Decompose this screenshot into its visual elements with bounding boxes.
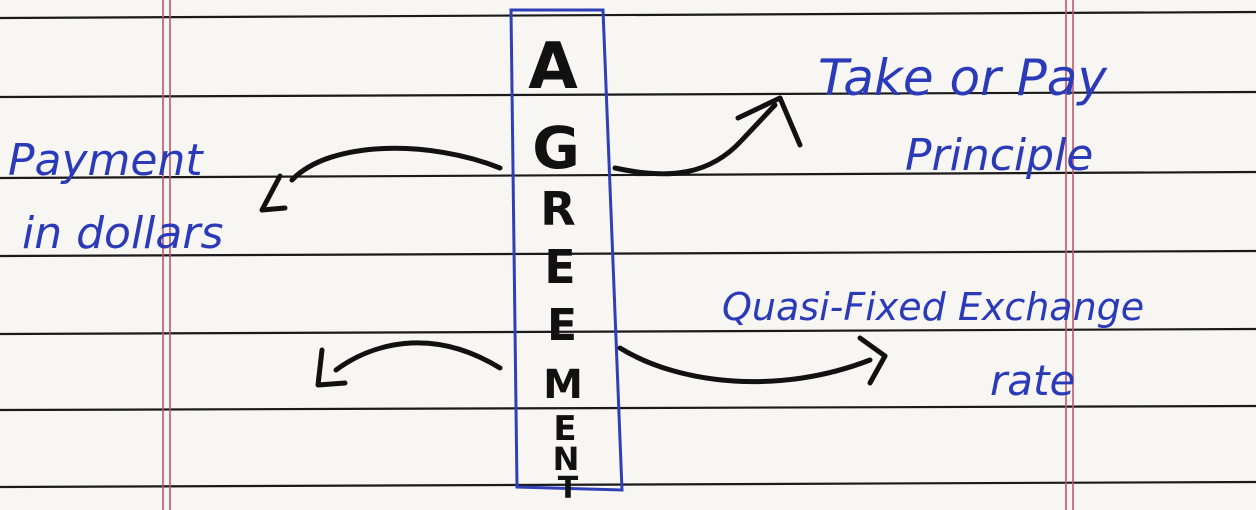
label-bottom-right-line1: Quasi-Fixed Exchange [722, 285, 1144, 329]
label-bottom-right-line2: rate [990, 356, 1075, 405]
arrows [259, 95, 888, 388]
agreement-letter: M [543, 362, 583, 408]
label-bottom-right: Quasi-Fixed Exchange rate [722, 285, 1144, 405]
arrowhead-bottom-left [315, 347, 348, 388]
rule-line [0, 480, 1256, 489]
arrowhead-top-left [259, 173, 288, 213]
label-top-right-line1: Take or Pay [818, 49, 1108, 107]
arrow-bottom-left [333, 340, 503, 373]
rule-line [0, 170, 1256, 180]
agreement-letter: N [553, 440, 580, 478]
arrowhead-top-right [735, 95, 803, 148]
margin-lines [162, 0, 1074, 510]
agreement-letter: E [553, 409, 576, 449]
label-top-right-line2: Principle [905, 130, 1093, 181]
label-top-left: Payment in dollars [8, 135, 223, 259]
arrow-bottom-right [617, 345, 873, 385]
agreement-letter: T [558, 471, 579, 506]
label-top-left-line1: Payment [8, 135, 204, 186]
label-top-left-line2: in dollars [22, 208, 223, 259]
agreement-letter: E [547, 300, 577, 351]
agreement-letter: E [544, 240, 575, 294]
rule-line [0, 249, 1256, 258]
rule-line [0, 327, 1256, 336]
agreement-letter: A [528, 30, 578, 104]
agreement-letter: R [540, 182, 575, 236]
label-top-right: Take or Pay Principle [818, 49, 1108, 181]
rule-line [0, 10, 1256, 20]
rule-line [0, 404, 1256, 412]
agreement-letter: G [532, 114, 580, 182]
arrow-top-right [612, 102, 778, 177]
ruled-lines [0, 10, 1256, 489]
arrow-top-left [289, 145, 503, 183]
rule-line [0, 90, 1256, 99]
arrowhead-bottom-right [857, 335, 888, 386]
agreement-box [509, 8, 624, 492]
